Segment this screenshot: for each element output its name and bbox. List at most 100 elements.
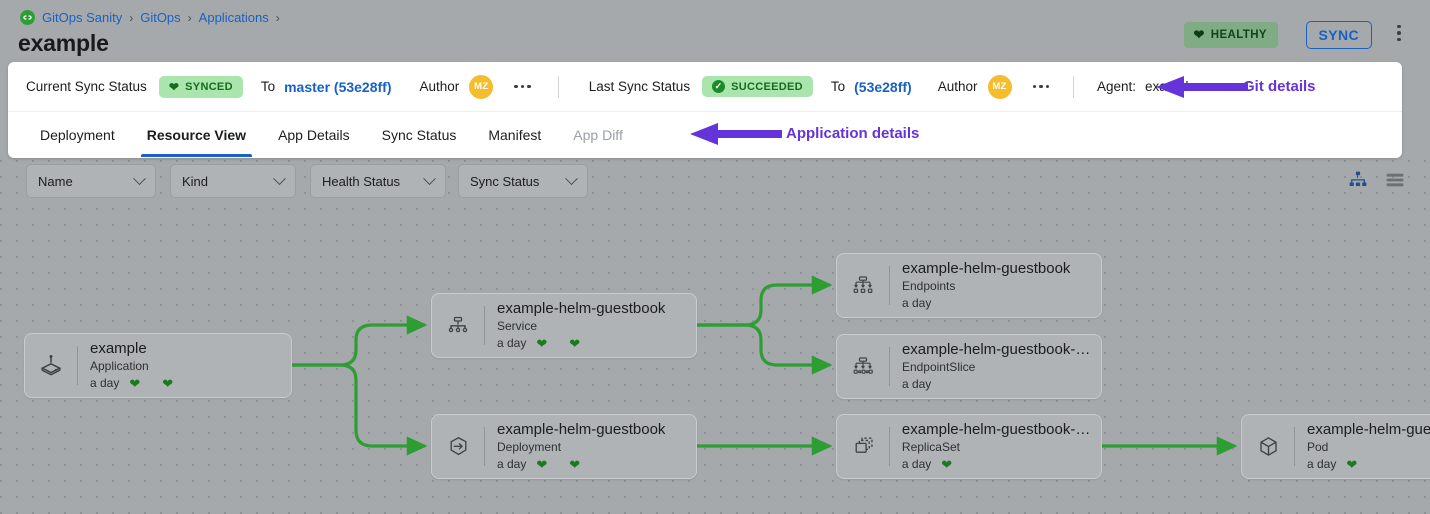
node-age: a day [1307, 457, 1337, 471]
node-meta: a day ❤ ❤ [497, 335, 665, 352]
node-divider [1294, 427, 1295, 466]
breadcrumb-separator: › [187, 10, 192, 25]
chevron-down-icon [565, 171, 578, 185]
last-sync-overflow-icon[interactable] [1032, 84, 1049, 89]
node-divider [889, 427, 890, 466]
node-kind: Service [497, 319, 538, 333]
page-header: GitOps Sanity › GitOps › Applications › … [0, 0, 1430, 62]
tab-app-diff[interactable]: App Diff [557, 112, 639, 157]
health-status-icon: ❤ [1346, 457, 1358, 472]
application-icon [25, 353, 77, 379]
filter-kind[interactable]: Kind [170, 164, 296, 198]
node-body: example-helm-guestbook Deployment a day … [485, 412, 675, 481]
last-revision-link[interactable]: (53e28ff) [854, 78, 912, 95]
last-to-label: To [830, 79, 846, 94]
tree-node-pod[interactable]: example-helm-guest Pod a day ❤ [1241, 414, 1430, 479]
tree-node-endpointslice[interactable]: example-helm-guestbook-ct… EndpointSlice… [836, 334, 1102, 399]
node-body: example-helm-guestbook-ct… EndpointSlice… [890, 332, 1101, 401]
node-body: example-helm-guestbook Service a day ❤ ❤ [485, 291, 675, 360]
tab-sync-status[interactable]: Sync Status [366, 112, 473, 157]
annotation-label-application-details: Application details [786, 125, 920, 142]
status-badge-healthy: ❤ HEALTHY [1184, 22, 1278, 48]
current-sync-status-value: SYNCED [185, 80, 233, 93]
node-name: example-helm-guestbook [497, 300, 666, 317]
service-icon [432, 314, 484, 338]
resource-tree-canvas[interactable]: example Application a day ❤ ❤ [0, 160, 1430, 514]
breadcrumb: GitOps Sanity › GitOps › Applications › [20, 10, 280, 25]
health-status-icon: ❤ [536, 336, 548, 351]
divider [557, 75, 559, 98]
annotation-label-git-details: Git details [1243, 78, 1316, 95]
filter-sync-status[interactable]: Sync Status [458, 164, 588, 198]
node-name: example [90, 340, 147, 357]
tab-manifest[interactable]: Manifest [472, 112, 557, 157]
node-body: example-helm-guest Pod a day ❤ [1295, 412, 1430, 481]
tree-node-replicaset[interactable]: example-helm-guestbook-74… ReplicaSet a … [836, 414, 1102, 479]
chevron-down-icon [423, 171, 436, 185]
list-view-toggle[interactable] [1385, 170, 1405, 195]
node-age: a day [901, 457, 932, 471]
agent-label: Agent: [1097, 79, 1137, 94]
breadcrumb-separator: › [129, 10, 134, 25]
node-divider [484, 427, 485, 466]
tree-node-service[interactable]: example-helm-guestbook Service a day ❤ ❤ [431, 293, 697, 358]
node-meta: a day ❤ ❤ [497, 456, 665, 473]
breadcrumb-separator: › [275, 10, 280, 25]
node-age: a day [901, 377, 932, 391]
tree-view-toggle[interactable] [1348, 170, 1368, 195]
sync-button[interactable]: SYNC [1305, 21, 1372, 49]
page-title: example [18, 30, 109, 56]
breadcrumb-item-0[interactable]: GitOps Sanity [42, 10, 123, 25]
heart-icon: ❤ [168, 79, 180, 94]
sync-status-icon: ❤ [569, 336, 581, 351]
node-divider [889, 347, 890, 386]
endpoints-icon [837, 274, 889, 298]
breadcrumb-item-1[interactable]: GitOps [140, 10, 181, 25]
current-sync-overflow-icon[interactable] [514, 84, 531, 89]
health-status-icon: ❤ [129, 376, 141, 391]
tab-deployment[interactable]: Deployment [24, 112, 131, 157]
tab-app-details[interactable]: App Details [262, 112, 366, 157]
last-sync-status-label: Last Sync Status [588, 79, 691, 94]
node-kind: Deployment [497, 440, 562, 454]
avatar[interactable]: MZ [469, 74, 494, 99]
deployment-icon [432, 434, 484, 459]
filter-label: Sync Status [470, 173, 540, 189]
last-sync-status-pill: ✓ SUCCEEDED [702, 76, 813, 97]
node-meta: a day [902, 376, 1091, 393]
tree-node-endpoints[interactable]: example-helm-guestbook Endpoints a day [836, 253, 1102, 318]
current-sync-status-label: Current Sync Status [26, 79, 147, 94]
annotation-arrow-application-details [690, 123, 782, 145]
node-body: example-helm-guestbook Endpoints a day [890, 251, 1080, 320]
sync-status-bar: Current Sync Status ❤ SYNCED To master (… [8, 62, 1402, 111]
filter-health-status[interactable]: Health Status [310, 164, 446, 198]
divider [1073, 75, 1074, 98]
avatar[interactable]: MZ [987, 74, 1012, 99]
node-kind: Pod [1307, 440, 1329, 454]
replicaset-icon [837, 434, 889, 459]
current-revision-link[interactable]: master (53e28ff) [284, 78, 392, 95]
tree-node-deployment[interactable]: example-helm-guestbook Deployment a day … [431, 414, 697, 479]
kebab-menu-icon[interactable] [1390, 22, 1408, 44]
node-meta: a day ❤ ❤ [90, 375, 173, 392]
filter-name[interactable]: Name [26, 164, 156, 198]
pod-icon [1242, 434, 1294, 459]
node-kind: EndpointSlice [901, 360, 976, 374]
node-divider [484, 306, 485, 345]
node-name: example-helm-guestbook [497, 421, 666, 438]
last-author-label: Author [937, 79, 978, 94]
tab-label: Deployment [40, 126, 115, 143]
tree-node-application[interactable]: example Application a day ❤ ❤ [24, 333, 292, 398]
health-status-icon: ❤ [941, 457, 953, 472]
tab-resource-view[interactable]: Resource View [131, 112, 262, 157]
sync-status-icon: ❤ [162, 376, 174, 391]
tab-label: Manifest [488, 126, 542, 143]
breadcrumb-item-2[interactable]: Applications [198, 10, 269, 25]
heart-icon: ❤ [1193, 27, 1205, 42]
sync-status-icon: ❤ [569, 457, 581, 472]
check-circle-icon: ✓ [712, 80, 726, 93]
current-author-label: Author [419, 79, 460, 94]
endpointslice-icon [837, 355, 889, 379]
node-kind: Endpoints [902, 279, 956, 293]
filter-bar: Name Kind Health Status Sync Status [0, 160, 1430, 212]
